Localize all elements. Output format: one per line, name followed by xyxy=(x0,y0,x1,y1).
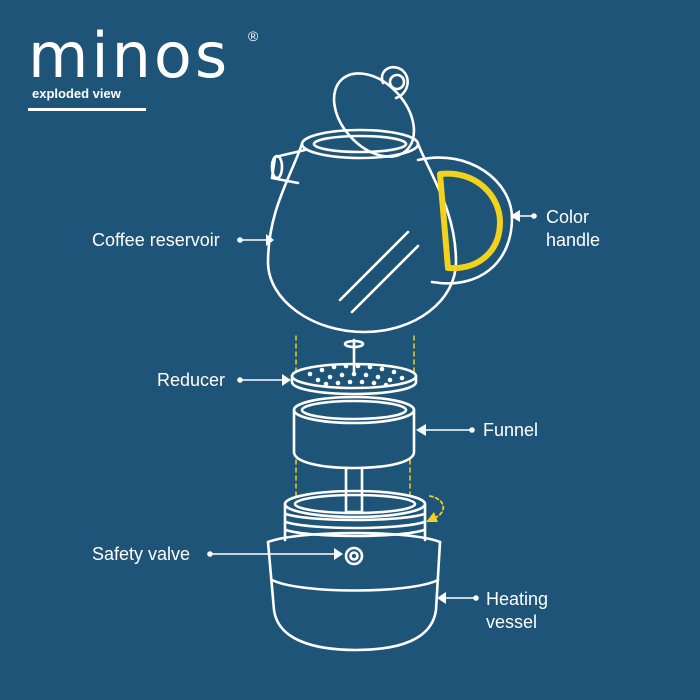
label-color-handle: Color handle xyxy=(546,206,600,252)
callout-leaders xyxy=(207,210,537,604)
rotation-arrow xyxy=(429,495,445,519)
handle-outer xyxy=(416,156,514,285)
label-reducer: Reducer xyxy=(157,370,226,390)
label-heating-vessel: Heating vessel xyxy=(486,588,548,634)
spout xyxy=(270,148,307,185)
reservoir-body xyxy=(266,142,458,334)
coffee-reservoir-part xyxy=(266,65,514,334)
handle-inner-yellow xyxy=(437,170,503,272)
registered-mark: ® xyxy=(248,28,259,44)
label-safety-valve: Safety valve xyxy=(92,544,191,564)
brand-logo: minos ® exploded view xyxy=(28,18,258,111)
label-heating-vessel-line1: Heating xyxy=(486,589,549,609)
alignment-guides xyxy=(295,335,415,499)
brand-subtitle: exploded view xyxy=(32,86,121,101)
label-heating-vessel-line2: vessel xyxy=(486,612,538,632)
lid xyxy=(332,72,416,158)
label-color-handle-line2: handle xyxy=(546,230,601,250)
label-funnel: Funnel xyxy=(483,420,539,440)
label-color-handle-line1: Color xyxy=(546,207,590,227)
reducer-holes xyxy=(307,363,405,388)
reducer-part xyxy=(290,338,418,396)
safety-valve-knob xyxy=(344,546,364,566)
glass-reflection xyxy=(338,230,410,302)
label-coffee-reservoir: Coffee reservoir xyxy=(92,230,220,250)
brand-name: minos xyxy=(28,19,231,92)
heating-vessel-part xyxy=(266,489,445,652)
lid-knob xyxy=(380,65,409,100)
brand-underline xyxy=(28,108,146,111)
